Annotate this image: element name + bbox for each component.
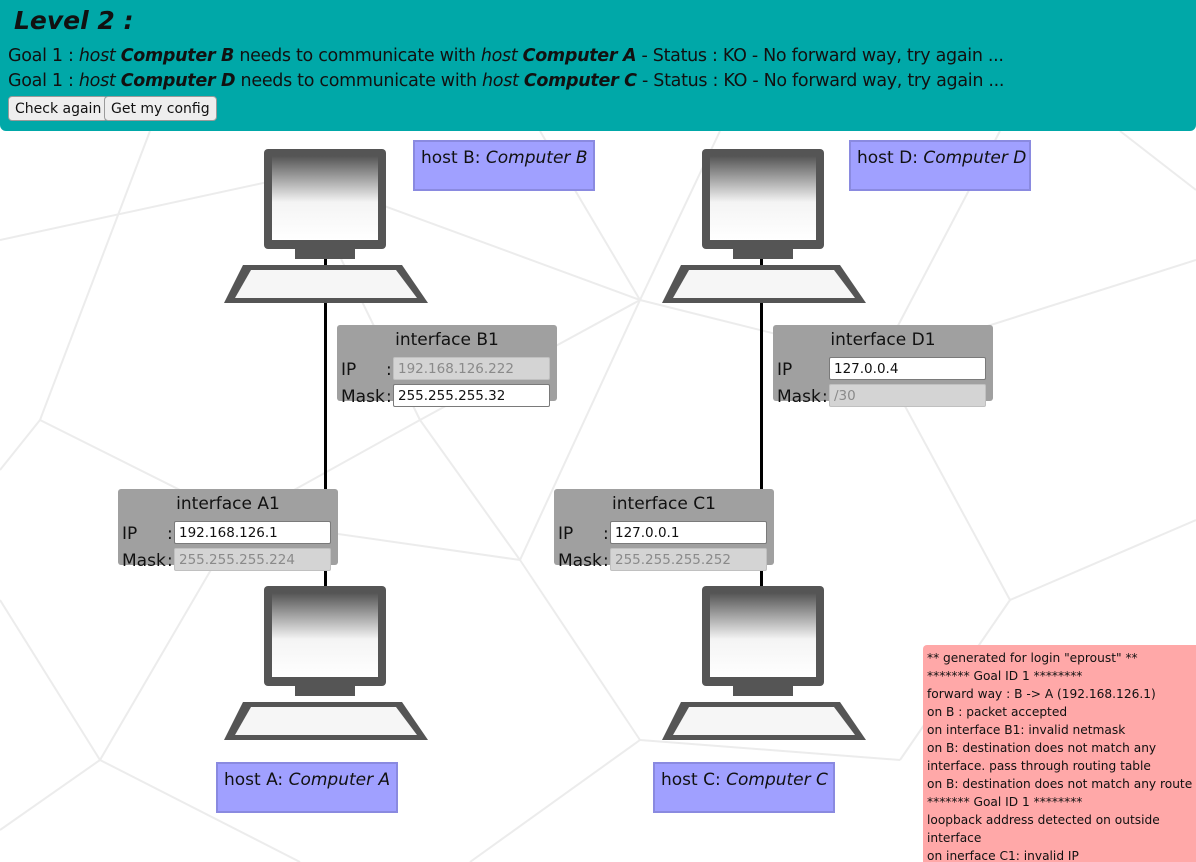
interface-c1-ip-field[interactable]	[610, 521, 767, 544]
host-a-label: host A: Computer A	[216, 762, 398, 813]
interface-c1-mask-field	[610, 548, 767, 571]
goal-status: - Status : KO - No forward way, try agai…	[636, 46, 1004, 66]
computer-icon	[662, 149, 866, 303]
interface-a1-panel: interface A1 IP : Mask :	[118, 489, 338, 571]
goal-source-name: Computer B	[120, 46, 235, 66]
computer-d-icon[interactable]	[659, 147, 869, 305]
goal-prefix: Goal 1 :	[8, 46, 79, 66]
interface-b1-panel: interface B1 IP : Mask :	[337, 325, 557, 407]
interface-title: interface B1	[395, 330, 499, 350]
interface-d1-mask-field	[829, 384, 986, 407]
goal-dest-type: host	[480, 46, 518, 66]
mask-label: Mask	[122, 551, 166, 571]
host-b-label: host B: Computer B	[413, 140, 595, 191]
mask-label: Mask	[777, 387, 821, 407]
interface-b1-mask-field[interactable]	[393, 384, 550, 407]
interface-title: interface D1	[830, 330, 936, 350]
log-line: loopback address detected on outside	[927, 813, 1160, 827]
mask-colon: :	[603, 551, 609, 571]
host-prefix: host A:	[224, 770, 289, 790]
level-title: Level 2 :	[14, 6, 134, 35]
ip-colon: :	[603, 524, 609, 544]
goal-dest-type: host	[482, 71, 519, 91]
goal-middle: needs to communicate with	[235, 71, 482, 91]
ip-label: IP	[777, 360, 793, 380]
log-line: interface	[927, 831, 982, 845]
goal-middle: needs to communicate with	[234, 46, 481, 66]
computer-icon	[224, 149, 428, 303]
ip-label: IP	[122, 524, 138, 544]
log-line: ** generated for login "eproust" **	[927, 651, 1138, 665]
log-line: on B : packet accepted	[927, 705, 1068, 719]
interface-a1-ip-field[interactable]	[174, 521, 331, 544]
computer-a-icon[interactable]	[221, 584, 431, 742]
host-name: Computer D	[923, 148, 1027, 168]
host-d-label: host D: Computer D	[849, 140, 1031, 191]
host-prefix: host C:	[661, 770, 727, 790]
interface-title: interface C1	[612, 494, 716, 514]
host-prefix: host D:	[857, 148, 924, 168]
computer-icon	[224, 586, 428, 740]
goal-status-line: Goal 1 : host Computer D needs to commun…	[8, 71, 1004, 91]
goal-status: - Status : KO - No forward way, try agai…	[636, 71, 1005, 91]
host-name: Computer B	[485, 148, 588, 168]
host-name: Computer C	[726, 770, 828, 790]
log-line: interface. pass through routing table	[927, 759, 1151, 773]
log-line: ******* Goal ID 1 ********	[927, 795, 1083, 809]
mask-colon: :	[386, 387, 392, 407]
goal-status-line: Goal 1 : host Computer B needs to commun…	[8, 46, 1004, 66]
log-line: forward way : B -> A (192.168.126.1)	[927, 687, 1156, 701]
goal-prefix: Goal 1 :	[8, 71, 79, 91]
header-bar: Level 2 : Goal 1 : host Computer B needs…	[0, 0, 1196, 131]
log-line: on inerface C1: invalid IP	[927, 849, 1079, 862]
log-line: ******* Goal ID 1 ********	[927, 669, 1083, 683]
computer-c-icon[interactable]	[659, 584, 869, 742]
debug-log-panel[interactable]: ** generated for login "eproust" ** ****…	[923, 645, 1196, 862]
check-again-button[interactable]: Check again	[8, 96, 109, 121]
network-link-b-a	[324, 255, 327, 590]
ip-colon: :	[386, 360, 392, 380]
computer-icon	[662, 586, 866, 740]
host-c-label: host C: Computer C	[653, 762, 835, 813]
goal-dest-name: Computer A	[522, 46, 637, 66]
network-link-d-c	[760, 255, 763, 590]
goal-source-type: host	[78, 71, 116, 91]
log-line: on B: destination does not match any rou…	[927, 777, 1193, 791]
log-line: on interface B1: invalid netmask	[927, 723, 1126, 737]
interface-d1-ip-field[interactable]	[829, 357, 986, 380]
computer-b-icon[interactable]	[221, 147, 431, 305]
goal-source-name: Computer D	[120, 71, 236, 91]
get-my-config-button[interactable]: Get my config	[104, 96, 217, 121]
ip-label: IP	[341, 360, 357, 380]
ip-label: IP	[558, 524, 574, 544]
host-prefix: host B:	[421, 148, 486, 168]
interface-a1-mask-field	[174, 548, 331, 571]
mask-label: Mask	[558, 551, 602, 571]
mask-label: Mask	[341, 387, 385, 407]
mask-colon: :	[167, 551, 173, 571]
goal-dest-name: Computer C	[523, 71, 637, 91]
ip-colon: :	[167, 524, 173, 544]
goal-source-type: host	[78, 46, 116, 66]
interface-title: interface A1	[176, 494, 280, 514]
mask-colon: :	[822, 387, 828, 407]
host-name: Computer A	[288, 770, 391, 790]
interface-d1-panel: interface D1 IP Mask :	[773, 325, 993, 407]
interface-c1-panel: interface C1 IP : Mask :	[554, 489, 774, 571]
log-line: on B: destination does not match any	[927, 741, 1157, 755]
interface-b1-ip-field	[393, 357, 550, 380]
